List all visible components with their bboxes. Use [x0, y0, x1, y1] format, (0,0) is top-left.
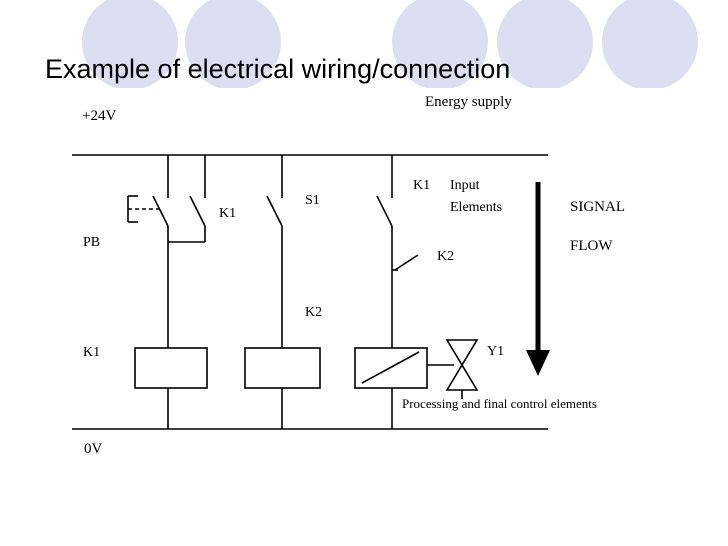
k2-coil-label: K2 — [305, 305, 322, 320]
slide-title: Example of electrical wiring/connection — [45, 54, 511, 84]
signal-flow-arrow — [526, 182, 550, 376]
decor-circle — [497, 0, 593, 90]
y1-valve — [445, 339, 479, 391]
y1-solenoid — [354, 347, 428, 389]
ground-voltage-label: 0V — [84, 441, 103, 457]
supply-voltage-label: +24V — [82, 108, 116, 124]
signal-label: SIGNAL — [570, 199, 625, 215]
k1-contact-label: K1 — [219, 206, 236, 221]
decor-circle — [82, 0, 178, 90]
header-decor — [82, 0, 698, 90]
decor-circle — [602, 0, 698, 90]
elements-label: Elements — [450, 200, 502, 215]
s1-label: S1 — [305, 193, 320, 208]
k2-contact-label: K2 — [437, 249, 454, 264]
processing-label: Processing and final control elements — [402, 396, 597, 411]
energy-supply-label: Energy supply — [425, 94, 512, 110]
decor-circle — [392, 0, 488, 90]
pb-label: PB — [83, 235, 100, 250]
diagram-panel — [70, 88, 682, 466]
input-label: Input — [450, 178, 480, 193]
y1-label: Y1 — [487, 344, 504, 359]
k1-row-label: K1 — [83, 345, 100, 360]
k1-coil — [134, 347, 208, 389]
decor-circle — [185, 0, 281, 90]
flow-label: FLOW — [570, 238, 613, 254]
k1-input-label: K1 — [413, 178, 430, 193]
circuit-wiring — [72, 154, 548, 430]
